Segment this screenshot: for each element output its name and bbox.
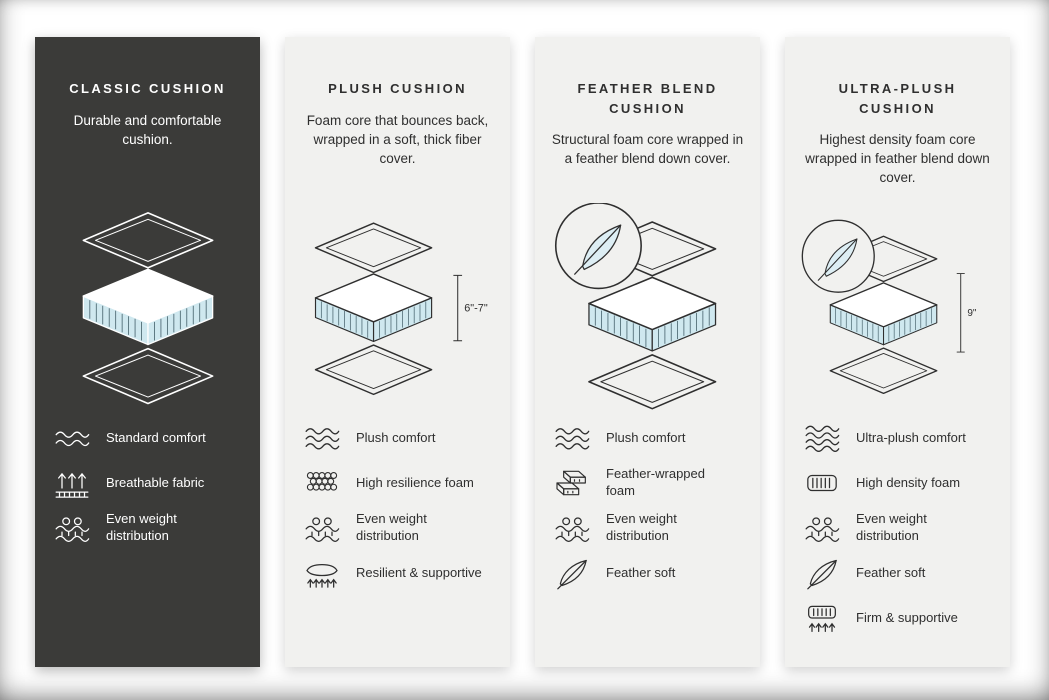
feature-row: Even weight distribution: [301, 511, 494, 545]
column-description: Durable and comfortable cushion.: [73, 112, 222, 147]
wave-icon: [51, 421, 93, 455]
breathable-icon: [51, 466, 93, 500]
cushion-illustration: 6"-7": [301, 199, 494, 419]
dimension-label: 9": [967, 308, 977, 319]
cushion-illustration: [51, 199, 244, 419]
column-plush-cushion: PLUSH CUSHION Foam core that bounces bac…: [285, 37, 510, 667]
feature-row: Firm & supportive: [801, 601, 994, 635]
dimension-label: 6"-7": [464, 302, 488, 314]
column-classic-cushion: CLASSIC CUSHION Durable and comfortable …: [35, 37, 260, 667]
cushion-layers-icon: 9": [801, 219, 977, 394]
feature-label: Resilient & supportive: [356, 564, 482, 580]
cushion-illustration: [551, 199, 744, 419]
columns-container: CLASSIC CUSHION Durable and comfortable …: [35, 37, 1010, 667]
feature-list: Plush comfort High resilience foam Even …: [301, 421, 494, 590]
feature-list: Standard comfort Breathable fabric Even …: [51, 421, 244, 545]
column-header: PLUSH CUSHION Foam core that bounces bac…: [301, 79, 494, 199]
feature-label: Firm & supportive: [856, 609, 958, 625]
column-title: PLUSH CUSHION: [328, 81, 467, 96]
feature-row: Feather-wrapped foam: [551, 466, 744, 500]
feature-label: Plush comfort: [606, 429, 686, 445]
bricks-icon: [551, 466, 593, 500]
feature-label: Standard comfort: [106, 429, 206, 445]
bubbles-icon: [301, 466, 343, 500]
weight-distribution-icon: [801, 511, 843, 545]
column-header: FEATHER BLEND CUSHION Structural foam co…: [551, 79, 744, 199]
weight-distribution-icon: [51, 511, 93, 545]
feature-row: Feather soft: [801, 556, 994, 590]
column-description: Highest density foam core wrapped in fea…: [805, 132, 990, 186]
feature-row: Even weight distribution: [801, 511, 994, 545]
column-title: FEATHER BLEND CUSHION: [577, 81, 718, 116]
wave-icon: [551, 421, 593, 455]
feature-label: High density foam: [856, 474, 961, 490]
cushion-layers-icon: [82, 212, 213, 405]
dimension-marker: [453, 274, 463, 341]
feature-row: Plush comfort: [551, 421, 744, 455]
feature-label: Feather soft: [856, 564, 926, 580]
density-icon: [801, 466, 843, 500]
feature-label: Plush comfort: [356, 429, 436, 445]
feature-row: Feather soft: [551, 556, 744, 590]
feature-label: Ultra-plush comfort: [856, 429, 966, 445]
feather-badge-icon: [554, 203, 642, 290]
column-ultra-plush-cushion: ULTRA-PLUSH CUSHION Highest density foam…: [785, 37, 1010, 667]
dimension-marker: [956, 272, 965, 353]
feature-row: Even weight distribution: [51, 511, 244, 545]
cushion-layers-icon: [554, 203, 717, 410]
feature-label: Even weight distribution: [356, 511, 427, 543]
cushion-layers-icon: 6"-7": [314, 221, 488, 395]
firm-icon: [801, 601, 843, 635]
feature-label: Feather soft: [606, 564, 676, 580]
feature-label: Even weight distribution: [606, 511, 677, 543]
feature-label: Even weight distribution: [856, 511, 927, 543]
column-header: ULTRA-PLUSH CUSHION Highest density foam…: [801, 79, 994, 199]
weight-distribution-icon: [551, 511, 593, 545]
column-title: CLASSIC CUSHION: [69, 81, 226, 96]
feature-label: Even weight distribution: [106, 511, 177, 543]
column-description: Structural foam core wrapped in a feathe…: [551, 132, 744, 167]
column-feather-blend-cushion: FEATHER BLEND CUSHION Structural foam co…: [535, 37, 760, 667]
weight-distribution-icon: [301, 511, 343, 545]
feature-label: High resilience foam: [356, 474, 474, 490]
feature-label: Feather-wrapped foam: [606, 466, 705, 498]
column-title: ULTRA-PLUSH CUSHION: [838, 81, 957, 116]
spring-icon: [301, 556, 343, 590]
feather-icon: [551, 556, 593, 590]
feature-row: Breathable fabric: [51, 466, 244, 500]
feather-badge-icon: [801, 219, 875, 293]
column-header: CLASSIC CUSHION Durable and comfortable …: [51, 79, 244, 199]
wave-icon: [801, 421, 843, 455]
wave-icon: [301, 421, 343, 455]
feature-row: Standard comfort: [51, 421, 244, 455]
feature-row: Ultra-plush comfort: [801, 421, 994, 455]
feature-row: Resilient & supportive: [301, 556, 494, 590]
feature-row: High resilience foam: [301, 466, 494, 500]
feature-row: Even weight distribution: [551, 511, 744, 545]
feature-label: Breathable fabric: [106, 474, 205, 490]
column-description: Foam core that bounces back, wrapped in …: [306, 112, 489, 166]
feature-list: Plush comfort Feather-wrapped foam Even …: [551, 421, 744, 590]
feature-row: Plush comfort: [301, 421, 494, 455]
feature-list: Ultra-plush comfort High density foam Ev…: [801, 421, 994, 635]
feature-row: High density foam: [801, 466, 994, 500]
cushion-illustration: 9": [801, 199, 994, 419]
feather-icon: [801, 556, 843, 590]
